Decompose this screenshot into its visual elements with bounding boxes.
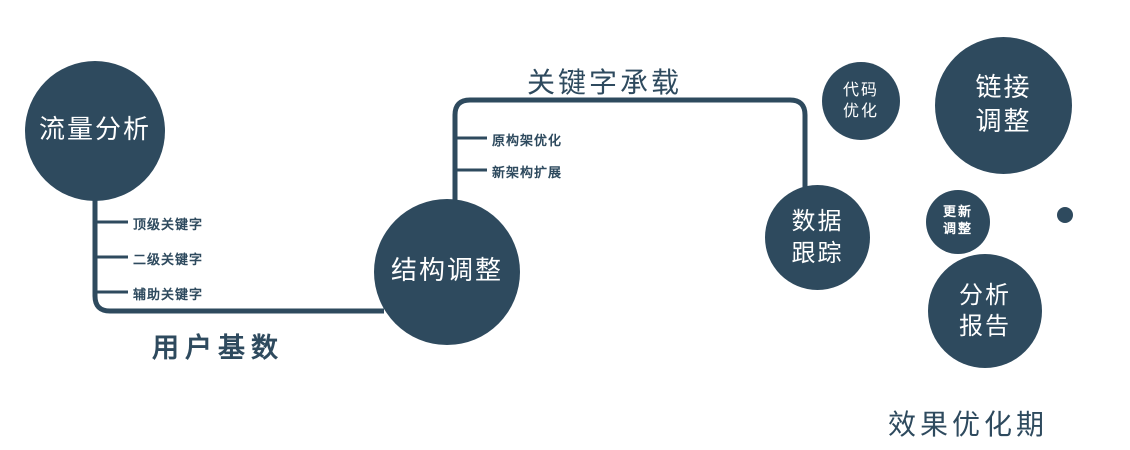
- node-traffic-analysis: 流量分析: [25, 61, 165, 201]
- node-update-adjustment: 更新 调整: [926, 190, 990, 254]
- node-structure-adjust: 结构调整: [374, 199, 520, 345]
- connector-traffic-to-structure: [92, 198, 384, 314]
- node-structure-adjust-label: 结构调整: [390, 256, 503, 287]
- branch-label-aux-keyword: 辅助关键字: [133, 288, 204, 303]
- node-analysis-report: 分析 报告: [928, 254, 1042, 368]
- caption-effect-optimization-period: 效果优化期: [888, 408, 1049, 441]
- node-code-optimization-label: 代码 优化: [842, 80, 879, 120]
- connector-structure-to-tracking: [452, 97, 808, 201]
- node-analysis-report-label: 分析 报告: [959, 280, 1011, 340]
- edge-label-keyword-carrying: 关键字承载: [527, 66, 683, 99]
- node-link-adjustment-label: 链接 调整: [975, 72, 1032, 137]
- node-data-tracking: 数据 跟踪: [765, 185, 870, 290]
- node-update-adjustment-label: 更新 调整: [942, 205, 973, 237]
- node-code-optimization: 代码 优化: [822, 62, 900, 140]
- node-traffic-analysis-label: 流量分析: [38, 115, 151, 146]
- node-data-tracking-label: 数据 跟踪: [791, 207, 844, 267]
- branch-label-top-keyword: 顶级关键字: [133, 218, 204, 233]
- branch-label-framework-expansion: 新架构扩展: [492, 166, 563, 181]
- bullet-dot: [1057, 207, 1073, 223]
- branch-label-second-keyword: 二级关键字: [133, 253, 204, 268]
- node-link-adjustment: 链接 调整: [935, 37, 1072, 174]
- edge-label-user-base: 用户基数: [152, 333, 284, 364]
- branch-label-framework-optimization: 原构架优化: [492, 134, 563, 149]
